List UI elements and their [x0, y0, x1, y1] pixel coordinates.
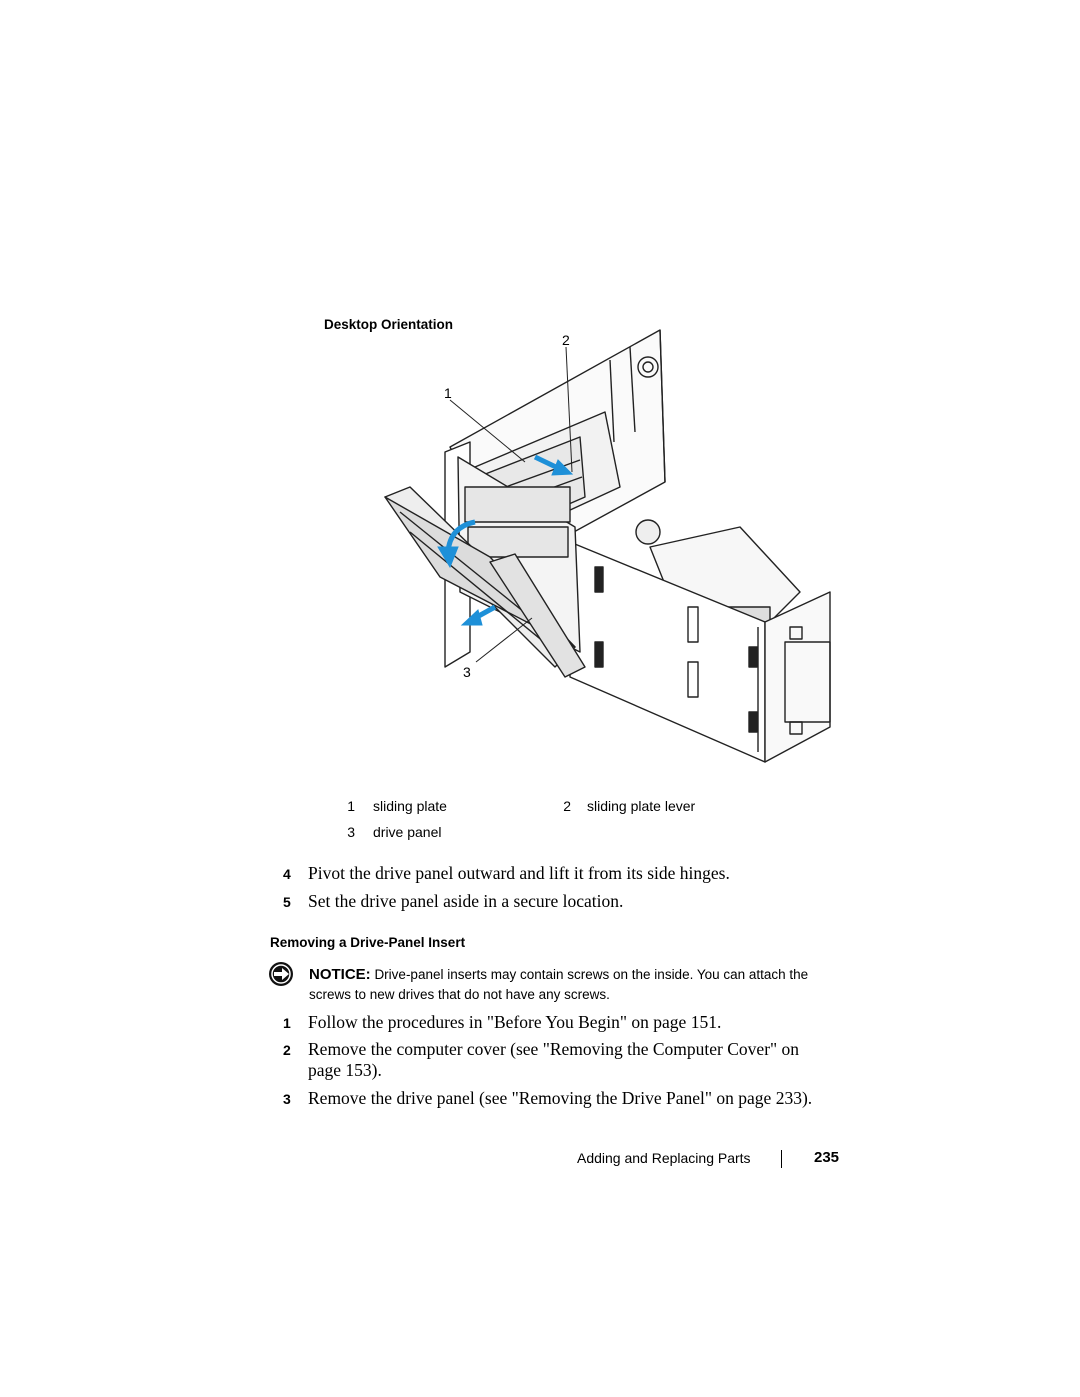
- step-number: 3: [283, 1091, 291, 1107]
- step-number: 1: [283, 1015, 291, 1031]
- notice-body: Drive-panel inserts may contain screws o…: [309, 967, 809, 1002]
- legend-label: sliding plate lever: [587, 798, 696, 814]
- page-number: 235: [814, 1149, 840, 1166]
- callout-3: 3: [463, 664, 471, 680]
- step-text: Follow the procedures in "Before You Beg…: [308, 1012, 722, 1032]
- notice-block: NOTICE: Drive-panel inserts may contain …: [309, 965, 839, 1005]
- notice-label: NOTICE:: [309, 966, 371, 983]
- step-item: 3 Remove the drive panel (see "Removing …: [283, 1088, 843, 1109]
- legend-number: 2: [563, 798, 571, 814]
- computer-illustration: 1 2 3: [384, 329, 831, 763]
- step-item: 5 Set the drive panel aside in a secure …: [283, 891, 843, 912]
- notice-icon: [269, 962, 293, 986]
- callout-2: 2: [562, 332, 570, 348]
- step-text: Set the drive panel aside in a secure lo…: [308, 891, 624, 911]
- step-text: Remove the computer cover (see "Removing…: [308, 1039, 800, 1080]
- callout-1: 1: [444, 385, 452, 401]
- section-heading: Removing a Drive-Panel Insert: [270, 935, 466, 950]
- legend-number: 1: [347, 798, 355, 814]
- step-text: Pivot the drive panel outward and lift i…: [308, 863, 730, 883]
- step-number: 5: [283, 894, 291, 910]
- step-text: Remove the drive panel (see "Removing th…: [308, 1088, 813, 1108]
- legend-label: drive panel: [373, 824, 442, 840]
- legend-label: sliding plate: [373, 798, 447, 814]
- step-number: 4: [283, 866, 291, 882]
- figure-title: Desktop Orientation: [324, 317, 454, 332]
- footer-chapter-title: Adding and Replacing Parts: [577, 1150, 751, 1166]
- legend-number: 3: [347, 824, 355, 840]
- step-number: 2: [283, 1042, 291, 1058]
- step-item: 4 Pivot the drive panel outward and lift…: [283, 863, 843, 884]
- footer-separator: [781, 1150, 782, 1168]
- step-item: 2 Remove the computer cover (see "Removi…: [283, 1039, 813, 1081]
- step-item: 1 Follow the procedures in "Before You B…: [283, 1012, 843, 1033]
